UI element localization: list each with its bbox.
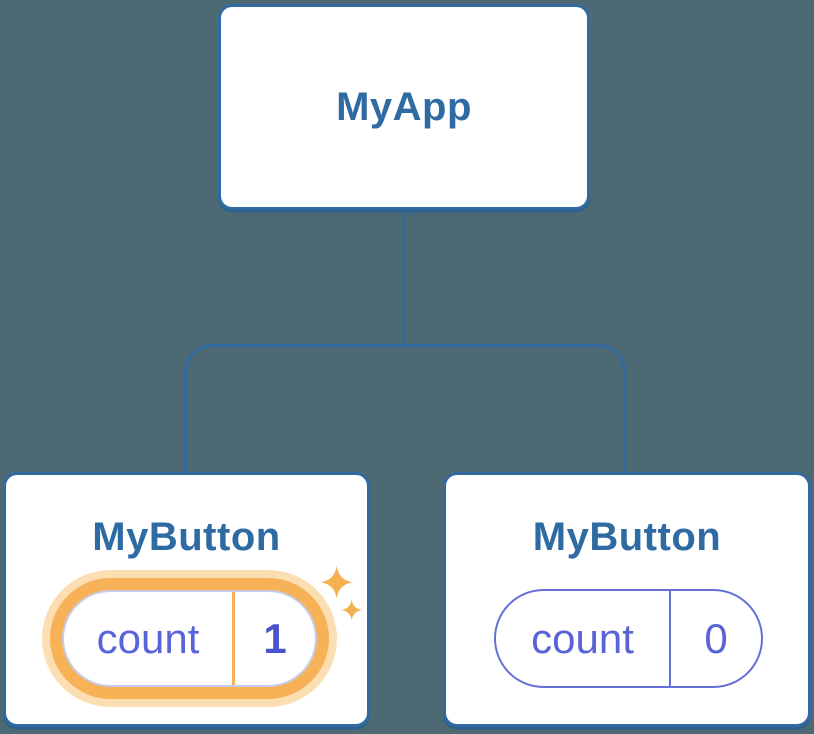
- tree-node-mybutton-right: MyButton count 0: [443, 472, 811, 727]
- connector-root-stem: [403, 210, 406, 346]
- state-value: 0: [704, 614, 728, 662]
- tree-node-mybutton-left: MyButton count 1: [3, 472, 370, 727]
- tree-node-root: MyApp: [218, 4, 590, 210]
- pill-divider: [669, 591, 671, 686]
- state-key-label: count: [96, 614, 200, 662]
- state-key-label: count: [531, 614, 634, 662]
- sparkles-icon: [320, 565, 363, 621]
- state-pill-highlighted: count 1: [62, 590, 317, 687]
- child-node-label: MyButton: [532, 515, 722, 559]
- child-node-label: MyButton: [92, 515, 281, 559]
- root-node-label: MyApp: [336, 85, 472, 129]
- pill-divider: [232, 592, 235, 685]
- state-value: 1: [263, 614, 287, 662]
- connector-branch: [184, 344, 626, 472]
- state-pill-plain: count 0: [494, 589, 763, 688]
